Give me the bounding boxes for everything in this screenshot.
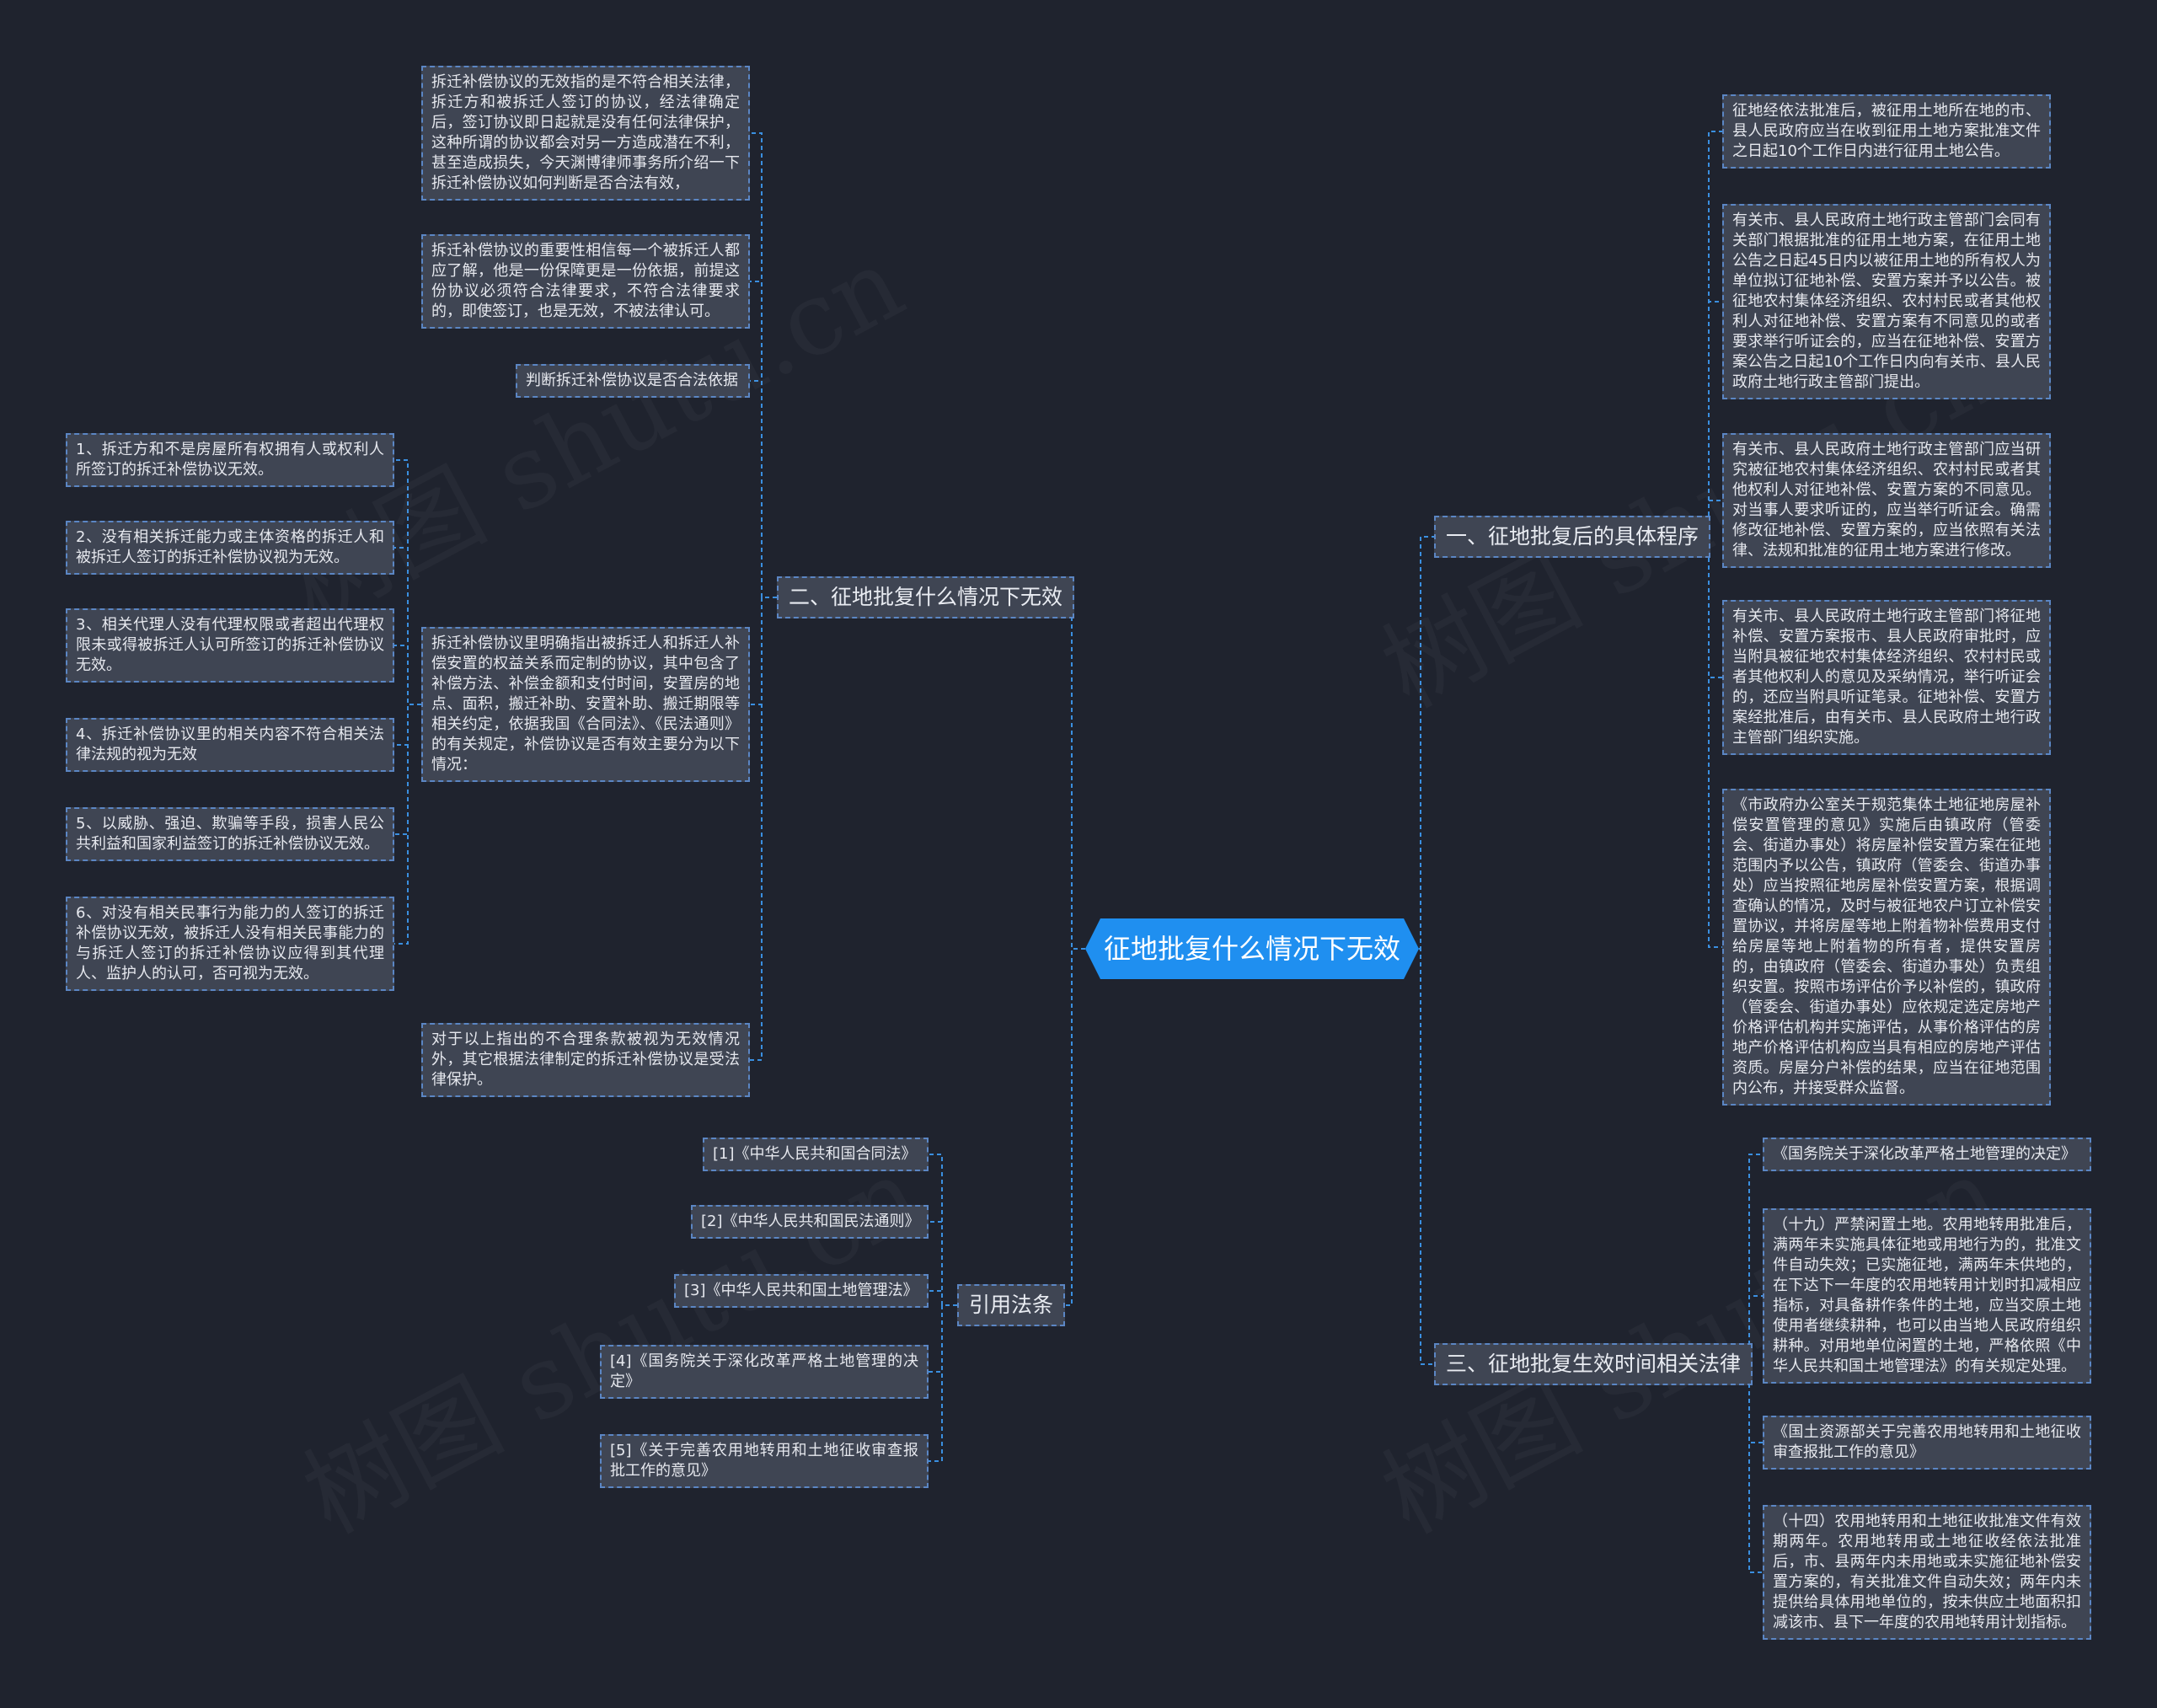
law-effective-item[interactable]: 《国务院关于深化改革严格土地管理的决定》: [1763, 1138, 2091, 1171]
connector-15: [750, 380, 777, 598]
invalid-case-item[interactable]: 1、拆迁方和不是房屋所有权拥有人或权利人所签订的拆迁补偿协议无效。: [66, 433, 394, 487]
procedure-item[interactable]: 有关市、县人民政府土地行政主管部门将征地补偿、安置方案报市、县人民政府审批时，应…: [1722, 600, 2051, 755]
law-effective-item[interactable]: 《国土资源部关于完善农用地转用和土地征收审查报批工作的意见》: [1763, 1416, 2091, 1470]
connector-14: [750, 281, 777, 598]
connector-26: [929, 1290, 957, 1306]
connector-19: [394, 547, 421, 705]
connector-20: [394, 645, 421, 705]
branch-cited-laws[interactable]: 引用法条: [957, 1284, 1066, 1326]
invalid-case-item[interactable]: 6、对没有相关民事行为能力的人签订的拆迁补偿协议无效，被拆迁人没有相关民事能力的…: [66, 897, 394, 991]
branch-procedure[interactable]: 一、征地批复后的具体程序: [1434, 516, 1711, 558]
root-topic[interactable]: 征地批复什么情况下无效: [1085, 918, 1419, 979]
connector-16: [750, 597, 777, 705]
procedure-item[interactable]: 有关市、县人民政府土地行政主管部门应当研究被征地农村集体经济组织、农村村民或者其…: [1722, 433, 2051, 568]
branch-invalid-conditions[interactable]: 二、征地批复什么情况下无效: [777, 576, 1075, 618]
connector-13: [750, 132, 777, 598]
law-effective-item[interactable]: （十九）严禁闲置土地。农用地转用批准后，满两年未实施具体征地或用地行为的，批准文…: [1763, 1208, 2091, 1384]
citation-item[interactable]: [2]《中华人民共和国民法通则》: [691, 1205, 929, 1239]
citation-item[interactable]: [1]《中华人民共和国合同法》: [703, 1138, 929, 1171]
connector-2: [1071, 597, 1085, 950]
invalid-case-item[interactable]: 3、相关代理人没有代理权限或者超出代理权限未或得被拆迁人认可所签订的拆迁补偿协议…: [66, 608, 394, 683]
connector-7: [1708, 536, 1722, 678]
procedure-item[interactable]: 征地经依法批准后，被征用土地所在地的市、县人民政府应当在收到征用土地方案批准文件…: [1722, 94, 2051, 169]
citation-item[interactable]: [3]《中华人民共和国土地管理法》: [674, 1274, 929, 1308]
invalid-case-item[interactable]: 4、拆迁补偿协议里的相关内容不符合相关法律法规的视为无效: [66, 718, 394, 772]
connector-6: [1708, 500, 1722, 538]
invalid-item[interactable]: 对于以上指出的不合理条款被视为无效情况外，其它根据法律制定的拆迁补偿协议是受法律…: [421, 1023, 750, 1097]
connector-24: [929, 1154, 957, 1306]
connector-3: [1065, 948, 1085, 1306]
invalid-item[interactable]: 判断拆迁补偿协议是否合法依据: [516, 364, 750, 398]
connector-8: [1708, 536, 1722, 948]
invalid-case-item[interactable]: 5、以威胁、强迫、欺骗等手段，损害人民公共利益和国家利益签订的拆迁补偿协议无效。: [66, 807, 394, 861]
connector-9: [1748, 1154, 1763, 1365]
connector-25: [929, 1221, 957, 1306]
connector-4: [1708, 131, 1722, 538]
connector-17: [750, 597, 777, 1061]
connector-28: [929, 1304, 957, 1462]
law-effective-item[interactable]: （十四）农用地转用和土地征收批准文件有效期两年。农用地转用或土地征收经依法批准后…: [1763, 1505, 2091, 1640]
procedure-item[interactable]: 《市政府办公室关于规范集体土地征地房屋补偿安置管理的意见》实施后由镇政府（管委会…: [1722, 789, 2051, 1106]
connector-0: [1419, 536, 1434, 950]
connector-23: [394, 704, 421, 945]
citation-item[interactable]: [5]《关于完善农用地转用和土地征收审查报批工作的意见》: [600, 1434, 929, 1488]
invalid-item[interactable]: 拆迁补偿协议里明确指出被拆迁人和拆迁人补偿安置的权益关系而定制的协议，其中包含了…: [421, 627, 750, 782]
connector-18: [394, 459, 421, 705]
invalid-case-item[interactable]: 2、没有相关拆迁能力或主体资格的拆迁人和被拆迁人签订的拆迁补偿协议视为无效。: [66, 521, 394, 575]
procedure-item[interactable]: 有关市、县人民政府土地行政主管部门会同有关部门根据批准的征用土地方案，在征用土地…: [1722, 204, 2051, 399]
citation-item[interactable]: [4]《国务院关于深化改革严格土地管理的决定》: [600, 1345, 929, 1399]
connector-1: [1419, 948, 1434, 1365]
invalid-item[interactable]: 拆迁补偿协议的重要性相信每一个被拆迁人都应了解，他是一份保障更是一份依据，前提这…: [421, 234, 750, 329]
connector-12: [1748, 1363, 1763, 1573]
connector-5: [1708, 301, 1722, 538]
branch-effective-time-law[interactable]: 三、征地批复生效时间相关法律: [1434, 1343, 1753, 1385]
invalid-item[interactable]: 拆迁补偿协议的无效指的是不符合相关法律，拆迁方和被拆迁人签订的协议，经法律确定后…: [421, 66, 750, 201]
